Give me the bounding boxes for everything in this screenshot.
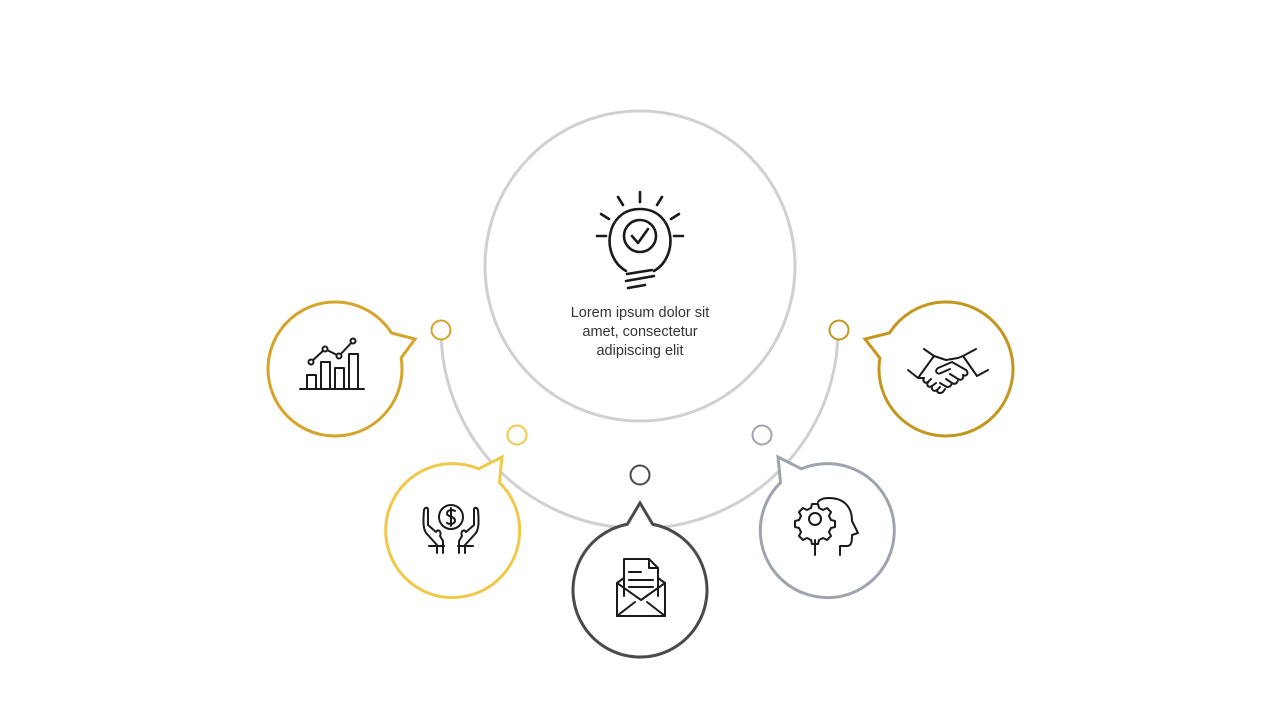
head-gear-icon [794,497,859,556]
bubble-money-hands [384,454,522,600]
hands-dollar-coin-icon [422,504,480,554]
node-dot-money-hands [506,424,528,446]
center-caption: Lorem ipsum dolor sit amet, consectetur … [540,304,740,361]
node-dot-handshake [828,319,850,341]
center-caption-line-1: Lorem ipsum dolor sit [570,305,710,321]
lightbulb-check-icon [595,190,685,290]
bubble-head-gear [758,454,896,600]
bubble-handshake [862,300,1015,438]
node-dot-growth-chart [430,319,452,341]
envelope-document-icon [616,558,666,617]
node-dot-head-gear [751,424,773,446]
center-caption-line-3: adipiscing elit [596,343,684,359]
center-circle [483,109,797,423]
bar-chart-growth-icon [299,337,365,390]
handshake-icon [907,348,989,395]
center-caption-line-2: amet, consectetur [582,324,698,340]
node-dot-mail [629,464,651,486]
